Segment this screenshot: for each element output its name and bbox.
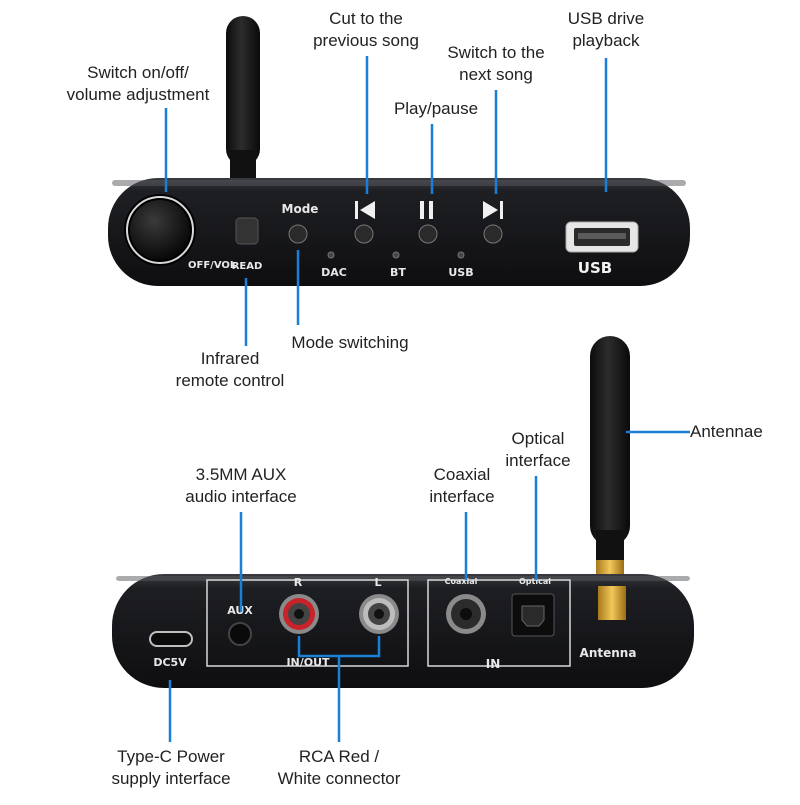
callout-mode-switching: Mode switching bbox=[291, 333, 409, 352]
volume-knob[interactable] bbox=[124, 194, 196, 266]
callout-previous-song: Cut to the previous song bbox=[313, 9, 419, 50]
callout-usb-playback: USB drive playback bbox=[567, 9, 645, 50]
callout-next-song: Switch to the next song bbox=[447, 43, 545, 84]
callout-coaxial: Coaxial interface bbox=[429, 465, 495, 506]
callout-play-pause: Play/pause bbox=[393, 99, 479, 118]
dc-label: DC5V bbox=[153, 656, 187, 669]
front-leader-lines bbox=[164, 56, 608, 346]
callout-rca: RCA Red / White connector bbox=[277, 747, 401, 788]
usb-led-label: USB bbox=[448, 266, 473, 279]
coaxial-label: Coaxial bbox=[445, 577, 478, 586]
front-antenna bbox=[226, 16, 260, 186]
read-label: READ bbox=[232, 261, 263, 272]
usb-port-label: USB bbox=[578, 259, 612, 277]
bt-label: BT bbox=[390, 266, 406, 279]
previous-button[interactable] bbox=[354, 224, 374, 244]
in-label: IN bbox=[486, 657, 501, 671]
rca-red-jack[interactable] bbox=[279, 594, 319, 634]
input-box bbox=[427, 579, 571, 667]
dac-led bbox=[327, 251, 335, 259]
callout-type-c: Type-C Power supply interface bbox=[111, 747, 231, 788]
callout-aux: 3.5MM AUX audio interface bbox=[185, 465, 297, 506]
optical-label: Optical bbox=[519, 577, 551, 586]
usb-port[interactable] bbox=[565, 221, 639, 253]
callout-optical: Optical interface bbox=[505, 429, 571, 470]
aux-jack[interactable] bbox=[228, 622, 252, 646]
in-out-label: IN/OUT bbox=[286, 656, 330, 669]
rear-panel bbox=[112, 574, 694, 688]
rear-leader-lines bbox=[168, 430, 690, 742]
r-label: R bbox=[294, 576, 303, 589]
mode-button[interactable] bbox=[288, 224, 308, 244]
coaxial-jack[interactable] bbox=[446, 594, 486, 634]
dac-label: DAC bbox=[321, 266, 347, 279]
pause-icon bbox=[420, 201, 433, 219]
type-c-port[interactable] bbox=[149, 631, 193, 647]
skip-previous-icon bbox=[355, 201, 375, 219]
play-pause-button[interactable] bbox=[418, 224, 438, 244]
antenna-label: Antenna bbox=[580, 646, 637, 660]
callout-antennae: Antennae bbox=[690, 422, 763, 441]
next-button[interactable] bbox=[483, 224, 503, 244]
usb-led bbox=[457, 251, 465, 259]
skip-next-icon bbox=[483, 201, 503, 219]
ir-receiver-window bbox=[235, 217, 259, 245]
callout-switch-volume: Switch on/off/ volume adjustment bbox=[66, 63, 210, 104]
optical-port[interactable] bbox=[511, 593, 555, 637]
callout-infrared: Infrared remote control bbox=[175, 349, 285, 390]
l-label: L bbox=[374, 576, 381, 589]
front-panel bbox=[108, 178, 690, 286]
bt-led bbox=[392, 251, 400, 259]
knob-label: OFF/VOL bbox=[188, 260, 237, 271]
rca-white-jack[interactable] bbox=[359, 594, 399, 634]
rca-box bbox=[206, 579, 409, 667]
mode-label: Mode bbox=[282, 202, 319, 216]
